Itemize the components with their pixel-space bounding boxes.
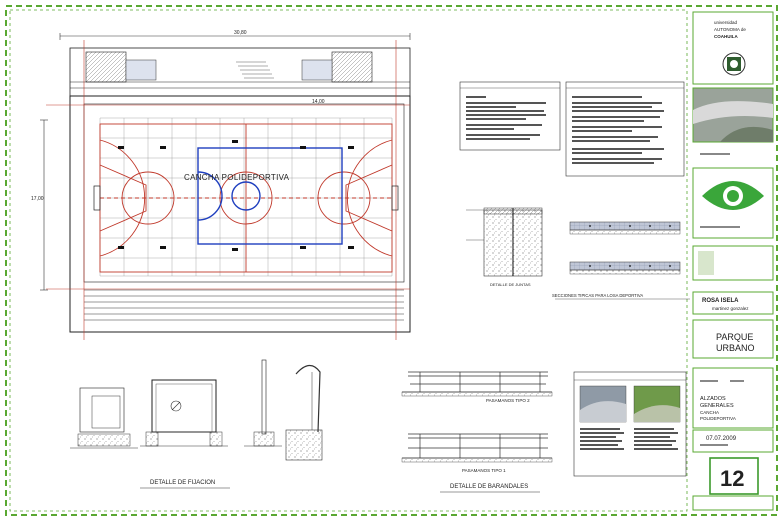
dim-inner-label: 14,00: [312, 99, 325, 105]
project-line1: PARQUE: [716, 332, 753, 342]
slab-sections: SECCIONES TIPICAS PARA LOSA DEPORTIVA: [552, 221, 690, 300]
joint-detail-title: DETALLE DE JUNTAS: [490, 282, 531, 287]
university-line3: COAHUILA: [714, 34, 738, 39]
project-line2: URBANO: [716, 343, 755, 353]
content-line3: CANCHA: [700, 410, 719, 415]
railing-type2-label: PASAMANOS TIPO 2: [486, 398, 530, 403]
court-title: CANCHA POLIDEPORTIVA: [184, 173, 290, 182]
reference-photos-box: [573, 371, 687, 477]
railing-details: PASAMANOS TIPO 2 PASAMANOS TIPO 1 DETALL…: [401, 371, 553, 493]
drawing-date: 07.07.2009: [706, 436, 737, 442]
content-line1: ALZADOS: [700, 396, 726, 402]
content-line2: GENERALES: [700, 403, 734, 409]
notes-box-2: [565, 81, 685, 177]
railing-type1-label: PASAMANOS TIPO 1: [462, 468, 506, 473]
court-plan: CANCHA POLIDEPORTIVA 30,80 14,00 17,00: [31, 30, 411, 340]
title-block-text: universidad AUTONOMA de COAHUILA ROSA IS…: [700, 20, 755, 491]
slab-sections-title: SECCIONES TIPICAS PARA LOSA DEPORTIVA: [552, 293, 643, 298]
content-line4: POLIDEPORTIVA: [700, 416, 736, 421]
university-line1: universidad: [714, 20, 738, 25]
university-seal-icon: [722, 52, 746, 76]
joint-detail: DETALLE DE JUNTAS: [466, 207, 543, 287]
dim-top-label: 30,80: [234, 30, 247, 36]
sheet-border: [5, 5, 778, 516]
fixation-detail-title: DETALLE DE FIJACION: [150, 480, 215, 486]
sheet-number: 12: [720, 466, 744, 491]
author-surname: martinez gonzalez: [712, 306, 749, 311]
author-name: ROSA ISELA: [702, 298, 739, 304]
eye-logo-icon: [702, 181, 764, 210]
notes-box-1: [459, 81, 561, 151]
railing-detail-title: DETALLE DE BARANDALES: [450, 484, 528, 490]
fixation-details: DETALLE DE FIJACION: [70, 359, 323, 489]
dim-left-label: 17,00: [31, 196, 44, 202]
university-line2: AUTONOMA de: [714, 27, 746, 32]
title-block: [692, 11, 774, 511]
